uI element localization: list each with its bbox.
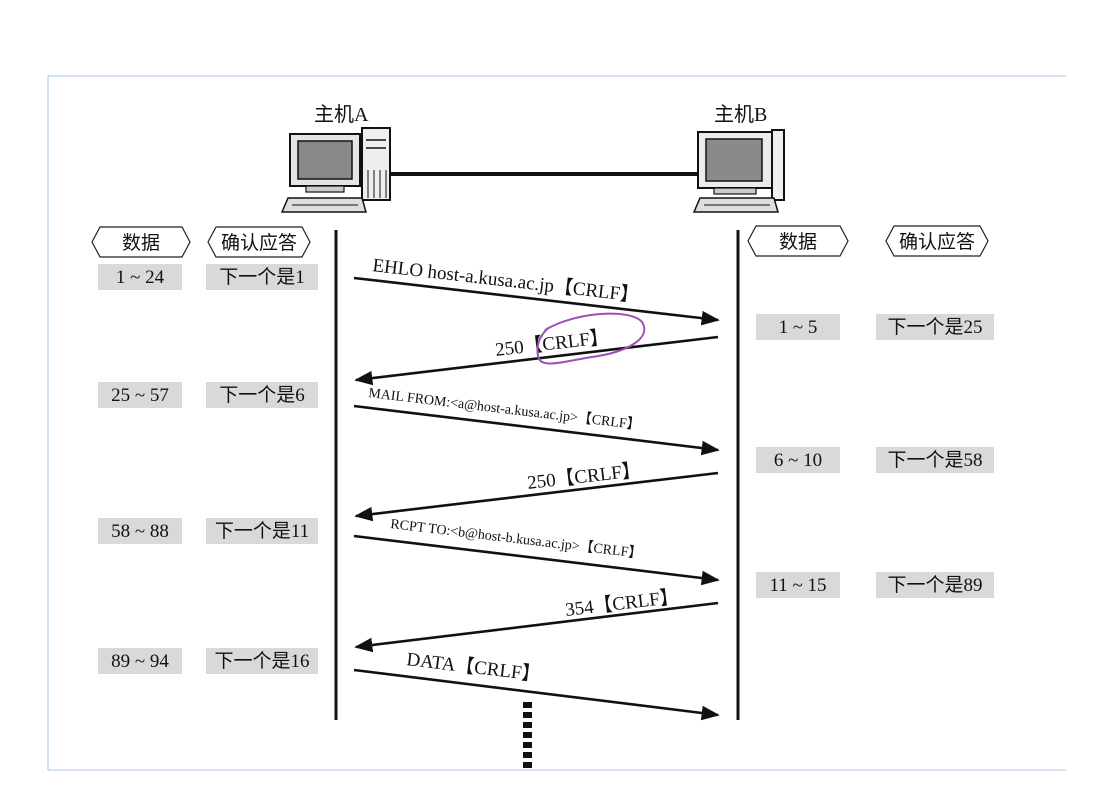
computer-a-icon (280, 127, 391, 213)
host-a-row: 1 ~ 24 下一个是1 (98, 264, 318, 290)
host-b-label: 主机B (714, 103, 767, 126)
arrow-250-reply-1 (354, 335, 719, 386)
host-b-ack-header: 确认应答 (885, 225, 989, 257)
arrow-ehlo (353, 276, 720, 326)
msg-mail-from: MAIL FROM:<a@host-a.kusa.ac.jp>【CRLF】 (368, 385, 642, 433)
svg-text:数据: 数据 (122, 232, 160, 254)
continuation-dashes (523, 702, 532, 768)
computer-b-icon (692, 129, 785, 213)
arrow-rcpt-to (353, 534, 720, 586)
row-ack-next: 下一个是58 (887, 449, 982, 471)
host-b-data-header: 数据 (747, 225, 849, 257)
svg-text:数据: 数据 (779, 231, 817, 253)
svg-text:确认应答: 确认应答 (899, 231, 975, 253)
msg-ehlo: EHLO host-a.kusa.ac.jp【CRLF】 (371, 254, 640, 307)
arrow-250-reply-2 (354, 471, 719, 522)
row-data-range: 11 ~ 15 (769, 575, 826, 596)
row-ack-next: 下一个是25 (887, 316, 982, 338)
handwritten-circle (536, 312, 646, 365)
host-a-data-header: 数据 (91, 226, 191, 258)
svg-text:确认应答: 确认应答 (221, 232, 297, 254)
row-data-range: 1 ~ 5 (779, 317, 818, 338)
host-b-row: 11 ~ 15 下一个是89 (756, 572, 994, 598)
host-a-row: 89 ~ 94 下一个是16 (98, 648, 318, 674)
msg-data: DATA【CRLF】 (405, 648, 541, 686)
host-a-row: 58 ~ 88 下一个是11 (98, 518, 318, 544)
host-a-row: 25 ~ 57 下一个是6 (98, 382, 318, 408)
arrow-data (353, 668, 720, 721)
row-ack-next: 下一个是11 (215, 520, 309, 542)
host-a-label: 主机A (314, 103, 369, 126)
row-data-range: 25 ~ 57 (111, 385, 169, 406)
row-data-range: 6 ~ 10 (774, 450, 822, 471)
row-data-range: 58 ~ 88 (111, 521, 169, 542)
host-b-row: 6 ~ 10 下一个是58 (756, 447, 994, 473)
row-ack-next: 下一个是89 (887, 574, 982, 596)
row-data-range: 89 ~ 94 (111, 651, 169, 672)
row-ack-next: 下一个是1 (219, 266, 305, 288)
arrow-mail-from (353, 404, 720, 456)
row-data-range: 1 ~ 24 (116, 267, 165, 288)
row-ack-next: 下一个是16 (214, 650, 309, 672)
arrow-354-reply (354, 601, 719, 653)
host-a-ack-header: 确认应答 (207, 226, 311, 258)
host-b-row: 1 ~ 5 下一个是25 (756, 314, 994, 340)
row-ack-next: 下一个是6 (219, 384, 305, 406)
